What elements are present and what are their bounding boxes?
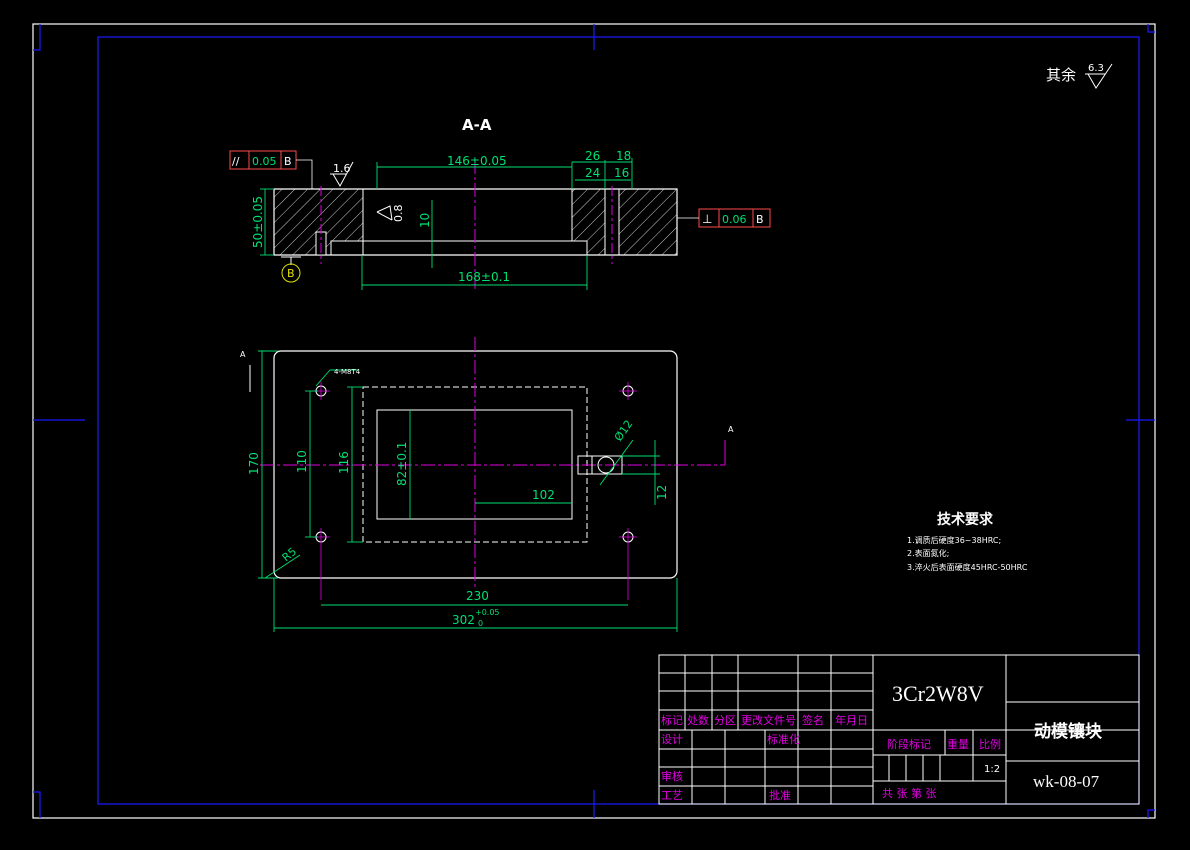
tech-requirements: 技术要求 1.调质后硬度36~38HRC; 2.表面氮化; 3.淬火后表面硬度4… — [907, 511, 1028, 572]
svg-text:10: 10 — [418, 213, 432, 228]
svg-text:116: 116 — [337, 451, 351, 474]
svg-text:50±0.05: 50±0.05 — [251, 196, 265, 248]
svg-text:3Cr2W8V: 3Cr2W8V — [892, 681, 984, 706]
svg-text://: // — [232, 155, 240, 168]
perpendicular-tolerance-frame: ⊥ 0.06 B — [677, 208, 771, 228]
svg-text:wk-08-07: wk-08-07 — [1033, 772, 1100, 791]
title-block — [658, 654, 1140, 805]
svg-text:审核: 审核 — [661, 769, 683, 783]
svg-text:重量: 重量 — [947, 737, 969, 751]
section-hatch-right — [571, 188, 678, 256]
svg-text:批准: 批准 — [769, 788, 791, 802]
svg-text:A: A — [728, 425, 734, 434]
datum-symbol-b: B — [281, 256, 301, 283]
svg-text:动模镶块: 动模镶块 — [1034, 721, 1103, 742]
svg-text:签名: 签名 — [802, 713, 824, 727]
svg-text:技术要求: 技术要求 — [937, 511, 994, 528]
svg-text:1.调质后硬度36~38HRC;: 1.调质后硬度36~38HRC; — [907, 535, 1001, 545]
svg-text:168±0.1: 168±0.1 — [458, 270, 510, 284]
svg-text:+0.05: +0.05 — [475, 608, 500, 617]
svg-text:A: A — [240, 350, 246, 359]
plan-view: A A — [240, 337, 734, 632]
svg-text:Ø12: Ø12 — [612, 418, 636, 444]
svg-text:其余: 其余 — [1046, 66, 1076, 84]
svg-text:0: 0 — [478, 619, 483, 628]
svg-text:170: 170 — [247, 452, 261, 475]
svg-text:R5: R5 — [280, 545, 300, 564]
svg-text:0.8: 0.8 — [392, 205, 405, 223]
svg-text:2.表面氮化;: 2.表面氮化; — [907, 548, 949, 558]
svg-text:年月日: 年月日 — [835, 713, 868, 727]
svg-text:82±0.1: 82±0.1 — [395, 442, 409, 486]
svg-text:阶段标记: 阶段标记 — [887, 737, 931, 751]
svg-text:3.淬火后表面硬度45HRC-50HRC: 3.淬火后表面硬度45HRC-50HRC — [907, 562, 1028, 572]
svg-text:1:2: 1:2 — [984, 764, 1000, 775]
svg-text:比例: 比例 — [979, 737, 1001, 751]
title-block-text: 3Cr2W8V 动模镶块 wk-08-07 1:2 标记 处数 分区 更改文件号… — [661, 681, 1103, 802]
svg-text:工艺: 工艺 — [661, 789, 683, 802]
svg-text:302: 302 — [452, 613, 475, 627]
svg-text:0.05: 0.05 — [252, 155, 277, 168]
svg-text:1.6: 1.6 — [333, 162, 351, 175]
svg-text:24: 24 — [585, 166, 600, 180]
svg-text:B: B — [756, 213, 764, 226]
svg-text:102: 102 — [532, 488, 555, 502]
section-title: A-A — [462, 116, 492, 134]
centering-marks — [33, 24, 1155, 818]
svg-text:4-M8T4: 4-M8T4 — [334, 368, 361, 376]
svg-text:0.06: 0.06 — [722, 213, 747, 226]
svg-text:B: B — [287, 267, 295, 280]
svg-text:12: 12 — [655, 485, 669, 500]
parallel-tolerance-frame: // 0.05 B — [229, 150, 313, 189]
svg-text:分区: 分区 — [714, 714, 736, 727]
svg-text:标准化: 标准化 — [767, 732, 800, 746]
svg-text:110: 110 — [295, 450, 309, 473]
svg-text:更改文件号: 更改文件号 — [741, 713, 796, 727]
section-view: A-A — [229, 116, 771, 290]
svg-text:B: B — [284, 155, 292, 168]
svg-text:处数: 处数 — [687, 714, 709, 727]
svg-text:共 张 第 张: 共 张 第 张 — [882, 786, 937, 800]
svg-text:⊥: ⊥ — [702, 212, 712, 226]
surface-finish-note: 其余 6.3 — [1046, 63, 1113, 89]
svg-text:标记: 标记 — [661, 713, 683, 727]
svg-text:16: 16 — [614, 166, 629, 180]
svg-text:26: 26 — [585, 149, 600, 163]
svg-text:18: 18 — [616, 149, 631, 163]
svg-text:设计: 设计 — [661, 733, 683, 746]
outer-border — [32, 23, 1156, 819]
svg-text:146±0.05: 146±0.05 — [447, 154, 507, 168]
svg-text:230: 230 — [466, 589, 489, 603]
svg-text:6.3: 6.3 — [1088, 63, 1104, 74]
